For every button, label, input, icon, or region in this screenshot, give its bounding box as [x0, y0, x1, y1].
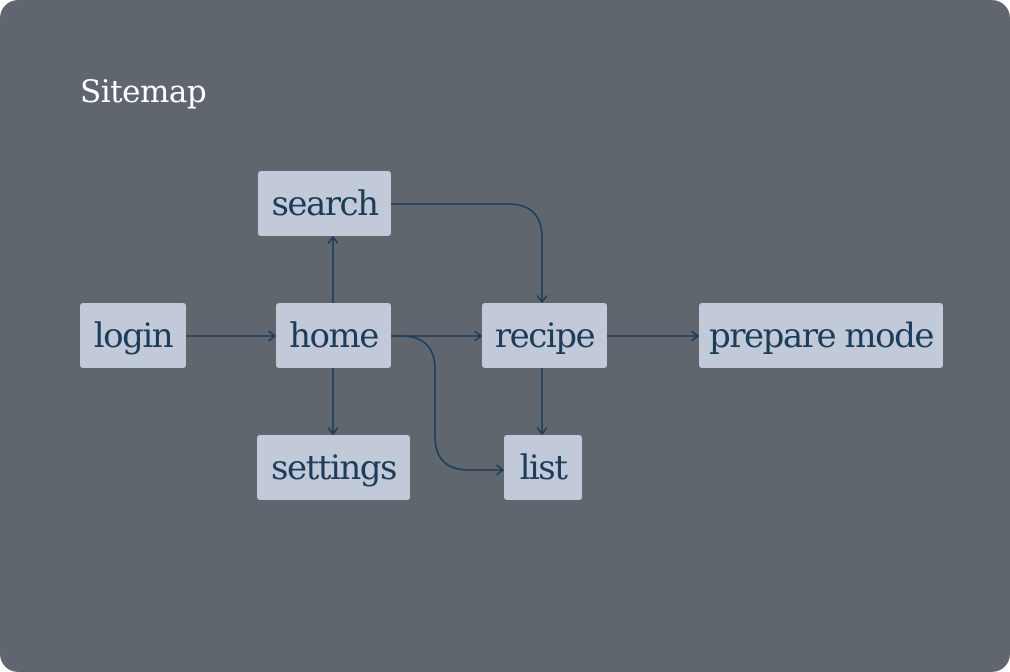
- node-recipe: recipe: [482, 303, 607, 368]
- node-login-label: login: [93, 315, 174, 356]
- node-search: search: [258, 171, 391, 236]
- node-list: list: [504, 435, 582, 500]
- node-login: login: [80, 303, 186, 368]
- diagram-title: Sitemap: [80, 74, 207, 110]
- node-settings-label: settings: [271, 447, 397, 488]
- node-prepare-mode-label: prepare mode: [709, 315, 934, 356]
- node-settings: settings: [257, 435, 410, 500]
- node-recipe-label: recipe: [494, 315, 596, 356]
- edge-home-list: [391, 335, 504, 476]
- edge-search-recipe: [391, 203, 548, 303]
- node-prepare-mode: prepare mode: [699, 303, 943, 368]
- node-home: home: [276, 303, 391, 368]
- node-list-label: list: [519, 447, 568, 488]
- node-home-label: home: [289, 315, 379, 356]
- node-search-label: search: [271, 183, 379, 224]
